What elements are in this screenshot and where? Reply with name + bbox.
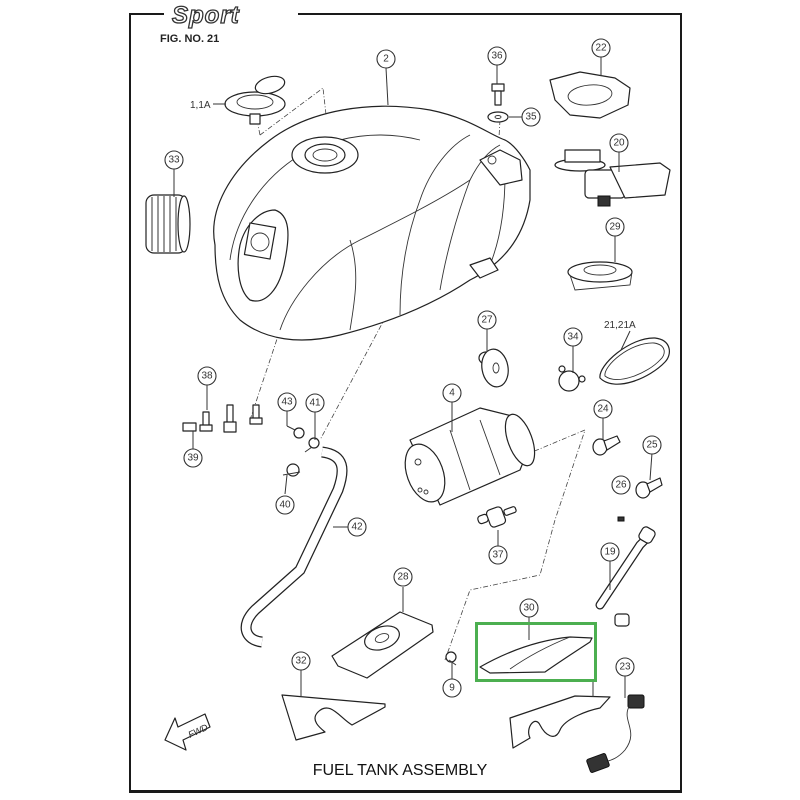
part-28-rubber-pad[interactable]	[331, 611, 434, 679]
part-26-nut[interactable]	[617, 516, 625, 522]
part-lower-plate[interactable]	[509, 695, 611, 749]
svg-text:2: 2	[383, 54, 389, 65]
part-4-fuel-pump-canister[interactable]	[398, 407, 541, 507]
callout-1-1a[interactable]: 1,1A	[190, 100, 211, 111]
part-22-gasket-plate[interactable]	[549, 71, 631, 119]
diagram-frame	[129, 13, 682, 793]
part-42-breather-hose[interactable]	[240, 446, 348, 648]
callout-30[interactable]: 30	[519, 598, 539, 618]
callout-4[interactable]: 4	[442, 383, 462, 403]
svg-text:37: 37	[492, 550, 504, 561]
callout-40[interactable]: 40	[275, 495, 295, 515]
part-24-screw[interactable]	[592, 435, 621, 456]
svg-text:23: 23	[619, 662, 631, 673]
fuel-tank[interactable]	[213, 105, 531, 341]
svg-text:25: 25	[646, 440, 658, 451]
svg-text:41: 41	[309, 398, 321, 409]
svg-text:9: 9	[449, 683, 455, 694]
svg-text:4: 4	[449, 388, 455, 399]
svg-text:36: 36	[491, 51, 503, 62]
svg-text:28: 28	[397, 572, 409, 583]
part-34-clamp[interactable]	[558, 365, 586, 392]
part-20-fuel-pump-unit[interactable]	[554, 149, 671, 207]
callout-26[interactable]: 26	[611, 475, 631, 495]
part-27-rubber-mount[interactable]	[478, 347, 511, 389]
svg-text:40: 40	[279, 500, 291, 511]
part-21-gasket-ring[interactable]	[599, 337, 670, 385]
part-30-cushion-pad[interactable]	[479, 636, 593, 674]
part-40-clip[interactable]	[282, 463, 301, 477]
logo-background	[164, 4, 298, 26]
svg-text:34: 34	[567, 332, 579, 343]
part-9-clip[interactable]	[445, 651, 457, 666]
callout-43[interactable]: 43	[277, 392, 297, 412]
leader-lines	[173, 57, 653, 698]
svg-text:38: 38	[201, 371, 213, 382]
part-35-washer[interactable]	[487, 111, 509, 123]
callout-42[interactable]: 42	[347, 517, 367, 537]
callout-38[interactable]: 38	[197, 366, 217, 386]
svg-text:24: 24	[597, 404, 609, 415]
part-33-cap[interactable]	[145, 194, 191, 254]
callout-25[interactable]: 25	[642, 435, 662, 455]
selected-part-highlight	[475, 622, 597, 682]
callout-2[interactable]: 2	[376, 49, 396, 69]
part-39-nut[interactable]	[182, 422, 197, 432]
part-23-wiring-connector[interactable]	[586, 694, 645, 773]
callout-23[interactable]: 23	[615, 657, 635, 677]
callout-41[interactable]: 41	[305, 393, 325, 413]
part-29-grommet[interactable]	[567, 261, 633, 291]
part-32-plate[interactable]	[281, 694, 386, 741]
callout-36[interactable]: 36	[487, 46, 507, 66]
callout-20[interactable]: 20	[609, 133, 629, 153]
callout-9[interactable]: 9	[442, 678, 462, 698]
brand-logo: Sport	[171, 1, 240, 29]
fuel-cap[interactable]	[224, 73, 287, 125]
svg-text:30: 30	[523, 603, 535, 614]
part-43-nut[interactable]	[293, 427, 305, 439]
part-25-screw[interactable]	[635, 477, 663, 499]
callout-24[interactable]: 24	[593, 399, 613, 419]
svg-text:39: 39	[187, 453, 199, 464]
part-19-fuel-hose[interactable]	[595, 525, 657, 627]
diagram-caption: FUEL TANK ASSEMBLY	[312, 762, 488, 779]
svg-text:19: 19	[604, 547, 616, 558]
callout-28[interactable]: 28	[393, 567, 413, 587]
svg-text:20: 20	[613, 138, 625, 149]
callout-19[interactable]: 19	[600, 542, 620, 562]
svg-text:42: 42	[351, 522, 363, 533]
svg-text:33: 33	[168, 155, 180, 166]
callout-29[interactable]: 29	[605, 217, 625, 237]
callout-21-21a[interactable]: 21,21A	[604, 320, 636, 331]
fwd-arrow-icon: FWD	[164, 713, 211, 751]
svg-text:43: 43	[281, 397, 293, 408]
svg-text:27: 27	[481, 315, 493, 326]
callout-27[interactable]: 27	[477, 310, 497, 330]
callout-37[interactable]: 37	[488, 545, 508, 565]
callout-34[interactable]: 34	[563, 327, 583, 347]
svg-text:32: 32	[295, 656, 307, 667]
callout-32[interactable]: 32	[291, 651, 311, 671]
figure-number: FIG. NO. 21	[160, 33, 220, 45]
part-41-clip[interactable]	[304, 437, 320, 453]
svg-text:35: 35	[525, 112, 537, 123]
part-37-valve[interactable]	[477, 506, 517, 528]
part-38-bolts[interactable]	[199, 404, 263, 433]
svg-text:22: 22	[595, 43, 607, 54]
callout-35[interactable]: 35	[521, 107, 541, 127]
svg-text:26: 26	[615, 480, 627, 491]
callout-33[interactable]: 33	[164, 150, 184, 170]
svg-text:29: 29	[609, 222, 621, 233]
callout-labels: 1,1A 2 4 9 19 20 21,21A 22 23 24 25 26 2…	[164, 38, 662, 698]
callout-39[interactable]: 39	[183, 448, 203, 468]
callout-22[interactable]: 22	[591, 38, 611, 58]
part-36-bolt[interactable]	[491, 83, 505, 106]
